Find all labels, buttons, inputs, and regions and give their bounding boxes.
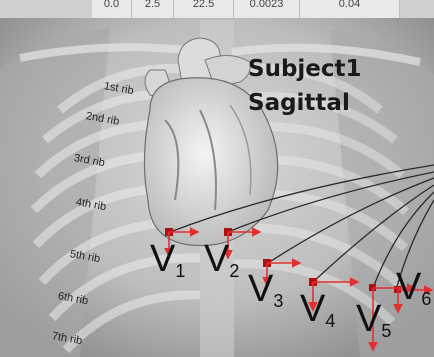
lead-v6-label: V6 [396, 268, 431, 318]
strip-value: 0.04 [300, 0, 400, 18]
subject-label: Subject1 [248, 56, 362, 82]
strip-value: 0.0023 [234, 0, 300, 18]
strip-value: 22.5 [174, 0, 234, 18]
top-data-strip: 0.0 2.5 22.5 0.0023 0.04 [0, 0, 434, 18]
view-label: Sagittal [248, 90, 350, 116]
lead-v4-label: V4 [300, 290, 335, 340]
lead-v3-label: V3 [248, 270, 283, 320]
lead-v1-label: V1 [150, 240, 185, 290]
lead-v5-label: V5 [356, 300, 391, 350]
strip-value: 2.5 [132, 0, 174, 18]
strip-value: 0.0 [92, 0, 132, 18]
lead-v2-label: V2 [204, 240, 239, 290]
